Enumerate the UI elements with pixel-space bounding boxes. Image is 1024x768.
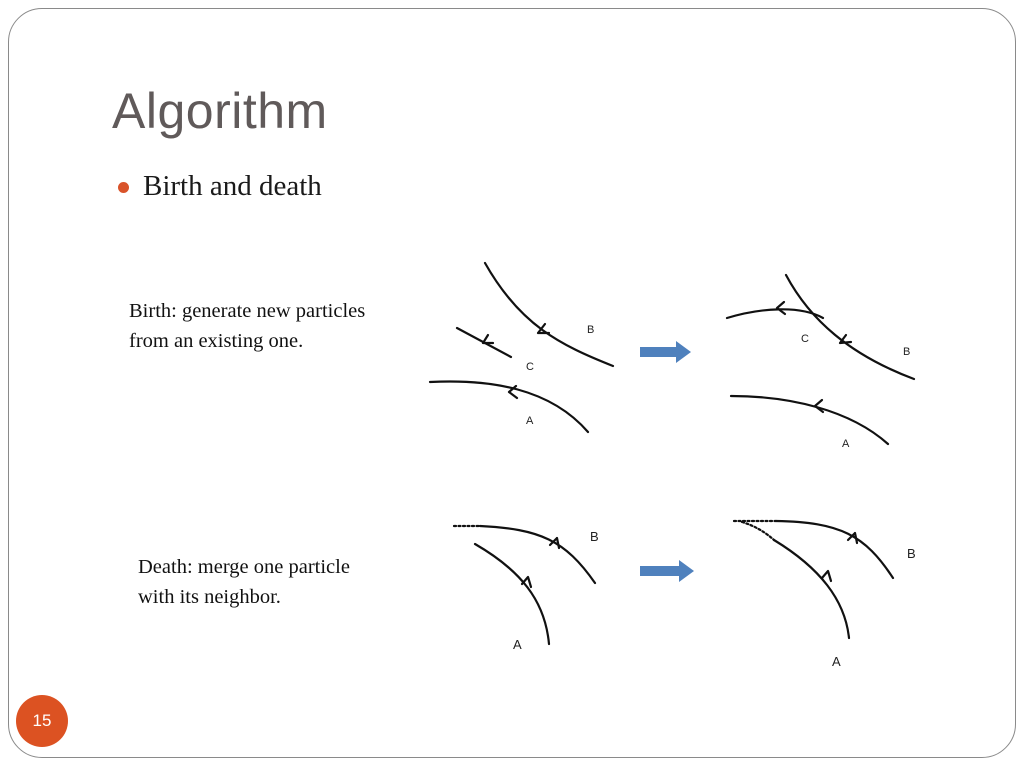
death-after-curve-a bbox=[772, 538, 851, 640]
birth-before-curve-b bbox=[483, 261, 615, 368]
death-transition-arrow-icon bbox=[640, 560, 694, 582]
death-after-label-b: B bbox=[907, 546, 916, 561]
death-caption-line-2: with its neighbor. bbox=[138, 586, 281, 608]
birth-before-label-c: C bbox=[526, 361, 534, 373]
death-before-label-a: A bbox=[513, 637, 522, 652]
birth-after-curve-c-arrow bbox=[775, 300, 787, 316]
birth-before-label-b: B bbox=[587, 324, 594, 336]
birth-caption-line-2: from an existing one. bbox=[129, 330, 304, 352]
birth-before-curve-a-arrow bbox=[507, 384, 519, 400]
death-before-curve-a bbox=[473, 542, 551, 646]
birth-before-curve-b-arrow bbox=[536, 322, 551, 335]
death-after-curve-a-arrow bbox=[820, 569, 833, 583]
birth-transition-arrow-icon bbox=[640, 341, 691, 363]
death-after-curve-a-dotted bbox=[740, 520, 776, 542]
birth-before-curve-a bbox=[428, 380, 590, 434]
death-before-label-b: B bbox=[590, 529, 599, 544]
birth-after-label-a: A bbox=[842, 438, 850, 450]
bullet-item: Birth and death bbox=[118, 170, 322, 203]
birth-before-label-a: A bbox=[526, 415, 534, 427]
death-caption: Death: merge one particle with its neigh… bbox=[138, 552, 350, 612]
birth-caption-line-1: Birth: generate new particles bbox=[129, 300, 366, 322]
death-before-curve-b-arrow bbox=[548, 536, 561, 550]
birth-after-label-c: C bbox=[801, 333, 809, 345]
death-after-label-a: A bbox=[832, 654, 841, 669]
birth-caption: Birth: generate new particles from an ex… bbox=[129, 296, 365, 356]
birth-after-label-b: B bbox=[903, 346, 910, 358]
death-after-curve-b-arrow bbox=[846, 531, 859, 545]
bullet-text: Birth and death bbox=[143, 170, 322, 202]
birth-before-curve-c-arrow bbox=[481, 333, 495, 345]
birth-after-curve-a bbox=[729, 394, 890, 446]
bullet-dot-icon bbox=[118, 182, 129, 193]
page-number-badge: 15 bbox=[16, 695, 68, 747]
birth-after-curve-a-arrow bbox=[813, 398, 825, 414]
birth-after-curve-b bbox=[784, 273, 916, 381]
death-before-curve-a-arrow bbox=[520, 575, 533, 589]
birth-after-curve-b-arrow bbox=[838, 333, 853, 345]
death-after-curve-b bbox=[774, 519, 895, 580]
death-caption-line-1: Death: merge one particle bbox=[138, 556, 350, 578]
slide-title: Algorithm bbox=[112, 83, 328, 139]
birth-after-curve-c bbox=[725, 308, 825, 320]
death-before-curve-b bbox=[478, 524, 597, 585]
